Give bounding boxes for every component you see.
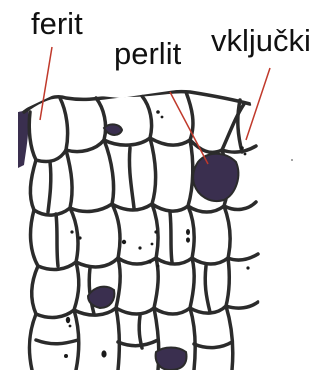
leader-line-ferrite — [40, 47, 52, 120]
leader-lines — [40, 47, 270, 164]
grain-structure — [18, 92, 258, 370]
speck — [291, 159, 293, 161]
grain-boundaries — [24, 92, 258, 370]
